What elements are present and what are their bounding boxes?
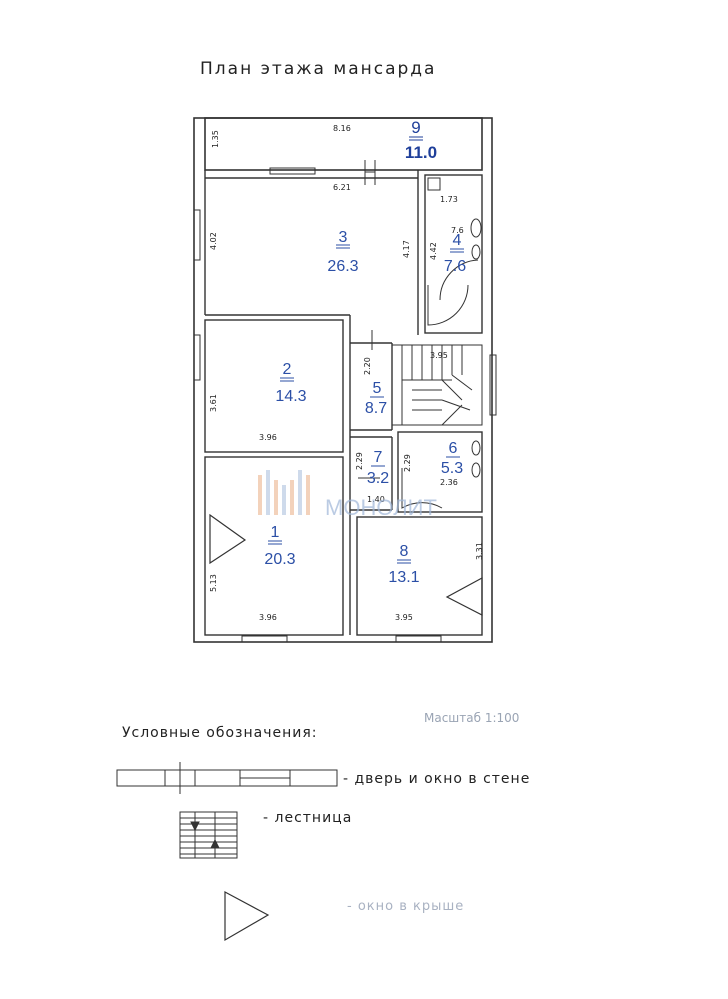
dimension-label: 4.17 bbox=[402, 240, 411, 258]
dimension-label: 7.6 bbox=[451, 226, 464, 235]
room-number: 4 bbox=[453, 232, 462, 249]
dimension-label: 3.96 bbox=[259, 613, 277, 622]
dimension-label: 3.95 bbox=[395, 613, 413, 622]
dimension-label: 2.20 bbox=[363, 357, 372, 375]
room-area: 26.3 bbox=[327, 258, 358, 275]
room-number: 5 bbox=[373, 380, 382, 397]
dimension-label: 3.31 bbox=[475, 542, 484, 560]
room-area: 11.0 bbox=[405, 143, 437, 162]
door-swings bbox=[401, 259, 479, 509]
sanitary-fixtures bbox=[427, 177, 482, 478]
room-area: 20.3 bbox=[264, 551, 295, 568]
room-number: 8 bbox=[400, 543, 409, 560]
dimension-label: 8.16 bbox=[333, 124, 351, 133]
room-number: 3 bbox=[339, 229, 348, 246]
room-number: 9 bbox=[411, 118, 420, 137]
room-area: 3.2 bbox=[367, 470, 389, 487]
dimension-label: 2.36 bbox=[440, 478, 458, 487]
room-area: 14.3 bbox=[275, 388, 306, 405]
legend-roof-window-symbol bbox=[224, 890, 270, 942]
dimension-label: 6.21 bbox=[333, 183, 351, 192]
room-number: 7 bbox=[374, 449, 383, 466]
legend-door-window-text: - дверь и окно в стене bbox=[343, 771, 530, 787]
staircase bbox=[391, 344, 483, 426]
room-number: 6 bbox=[449, 440, 458, 457]
legend-door-window-symbol bbox=[116, 762, 338, 794]
room-area: 8.7 bbox=[365, 400, 387, 417]
roof-windows bbox=[209, 513, 483, 616]
legend-roof-window-text: - окно в крыше bbox=[347, 899, 464, 914]
legend-stairs-text: - лестница bbox=[263, 810, 352, 826]
dimension-label: 4.02 bbox=[209, 232, 218, 250]
watermark-logo bbox=[258, 470, 310, 515]
dimension-label: 3.95 bbox=[430, 351, 448, 360]
dimension-label: 2.29 bbox=[355, 452, 364, 470]
dimension-label: 3.96 bbox=[259, 433, 277, 442]
plan-title: План этажа мансарда bbox=[200, 59, 436, 79]
dimension-label: 1.35 bbox=[211, 130, 220, 148]
dimension-label: 1.40 bbox=[367, 495, 385, 504]
watermark-text: МОНОЛИТ bbox=[325, 495, 437, 520]
dimension-label: 1.73 bbox=[440, 195, 458, 204]
dimension-label: 5.13 bbox=[209, 574, 218, 592]
dimension-label: 2.29 bbox=[403, 454, 412, 472]
legend-stairs-symbol bbox=[179, 811, 238, 859]
legend: Условные обозначения: - дверь и окно в с… bbox=[116, 725, 530, 942]
wall-openings bbox=[193, 160, 497, 643]
room-area: 13.1 bbox=[388, 569, 419, 586]
room-labels: 3 26.3 4 7.6 2 14.3 5 8.7 6 5.3 7 3.2 1 … bbox=[264, 118, 466, 586]
legend-heading: Условные обозначения: bbox=[122, 725, 317, 741]
room-area: 5.3 bbox=[441, 460, 463, 477]
dimension-label: 4.42 bbox=[429, 242, 438, 260]
dimension-label: 3.61 bbox=[209, 394, 218, 412]
room-number: 2 bbox=[283, 361, 292, 378]
scale-label: Масштаб 1:100 bbox=[424, 711, 519, 725]
room-number: 1 bbox=[271, 524, 280, 541]
room-area: 7.6 bbox=[444, 258, 466, 275]
